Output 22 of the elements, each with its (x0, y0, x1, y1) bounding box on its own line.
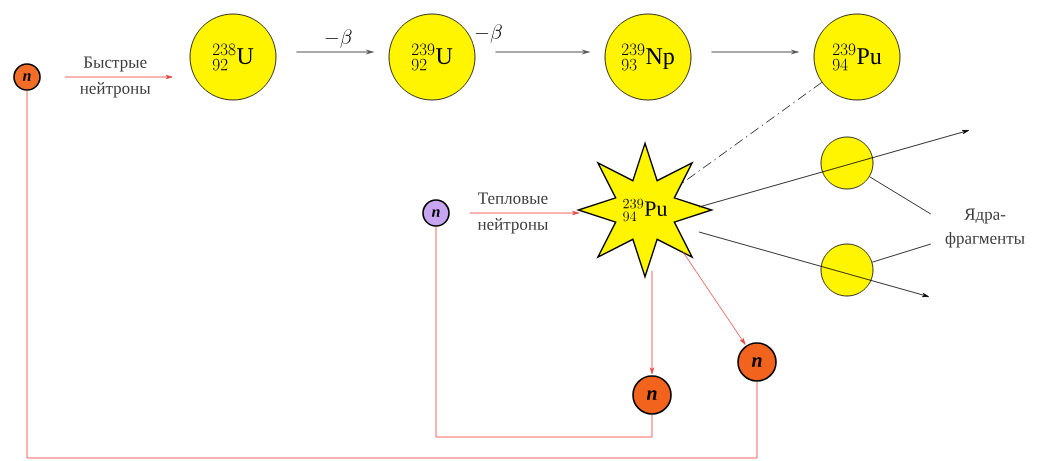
edge-label: $-\beta$ (472, 23, 504, 44)
feedback-line (435, 226, 653, 438)
neutron-ball: n (422, 199, 450, 227)
fragment-circle (820, 136, 874, 190)
dash-dot-line (682, 82, 823, 184)
neutron-ball: n (737, 342, 777, 382)
feedback-line (26, 90, 758, 459)
arrow (469, 210, 579, 216)
neutron-ball: n (632, 375, 672, 415)
fragment-label: Ядра- фрагменты (945, 208, 1025, 248)
edge-label: Тепловые нейтроны (477, 192, 548, 234)
fragment-circle (820, 243, 874, 297)
edge-label: $-\beta$ (322, 28, 354, 49)
leader-line (869, 176, 932, 215)
arrow (64, 74, 173, 80)
edge-label: Быстрые нейтроны (80, 56, 151, 98)
arrow (698, 231, 929, 297)
arrow (649, 270, 655, 375)
neutron-ball: n (13, 63, 41, 91)
arrow (682, 251, 746, 345)
arrow (698, 130, 969, 208)
leader-line (871, 243, 932, 263)
